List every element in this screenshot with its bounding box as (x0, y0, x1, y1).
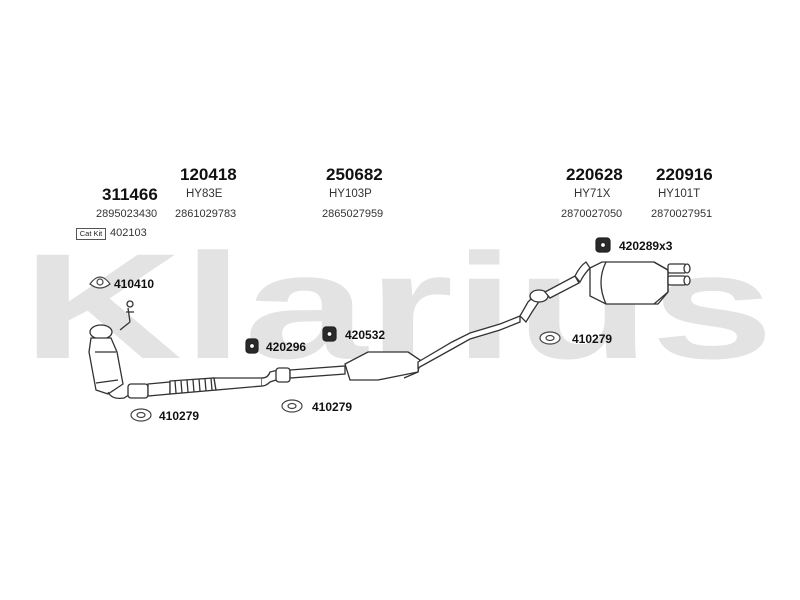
vehicle-code: HY83E (186, 188, 223, 200)
intermediate-pipe (289, 365, 346, 379)
cat-kit-label: Cat Kit (76, 228, 106, 240)
rear-silencer (589, 261, 669, 305)
oe-number: 2865027959 (322, 208, 384, 220)
vehicle-code: HY101T (658, 188, 701, 200)
gasket-ring-icon (281, 399, 303, 413)
catalytic-converter (88, 337, 124, 395)
gasket-ring-icon (89, 276, 111, 289)
rubber-hanger-icon (245, 338, 259, 354)
tailpipe-lower (667, 275, 687, 286)
part-number-120418: 120418 (180, 165, 237, 184)
part-number-220628: 220628 (566, 165, 623, 184)
part-number-250682: 250682 (326, 165, 383, 184)
fitting-label: 410279 (159, 409, 200, 423)
fitting-label: 420289x3 (619, 239, 673, 253)
oe-number: 2870027050 (561, 208, 623, 220)
rubber-hanger-icon (322, 326, 337, 342)
oe-number: 2861029783 (175, 208, 237, 220)
part-number-220916: 220916 (656, 165, 713, 184)
fitting-label: 410279 (312, 400, 353, 414)
lambda-sensor (119, 307, 134, 331)
front-flange (89, 324, 113, 340)
rubber-hanger-icon (595, 237, 611, 253)
cat-kit-number: 402103 (110, 227, 147, 239)
vehicle-code: HY103P (329, 188, 372, 200)
part-number-311466: 311466 (102, 185, 158, 204)
fitting-label: 420296 (266, 340, 307, 354)
tailpipe-upper (667, 263, 687, 274)
rear-pipe (417, 315, 521, 370)
fitting-label: 410410 (114, 277, 155, 291)
fitting-label: 420532 (345, 328, 386, 342)
front-pipe-flange (127, 383, 149, 399)
oe-number: 2895023430 (96, 208, 158, 220)
gasket-ring-icon (539, 331, 561, 345)
oe-number: 2870027951 (651, 208, 713, 220)
fitting-label: 410279 (572, 332, 613, 346)
gasket-ring-icon (130, 408, 152, 422)
vehicle-code: HY71X (574, 188, 611, 200)
